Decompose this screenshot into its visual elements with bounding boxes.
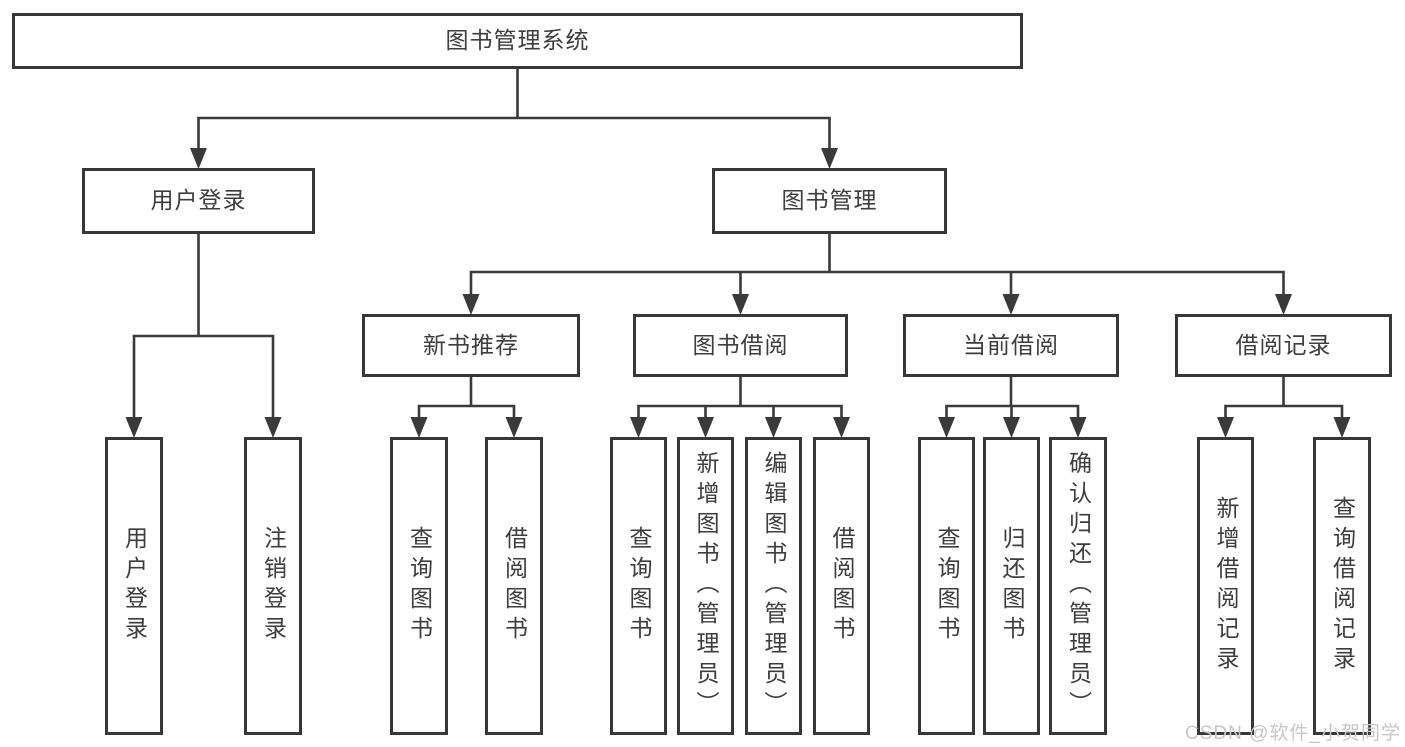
node-leaf-edit-book: 编辑图书（管理员） (745, 437, 802, 735)
node-label-leaf-add-record: 新增借阅记录 (1213, 496, 1239, 676)
watermark: CSDN @软件_小贺同学 (1185, 723, 1401, 744)
node-leaf-query-book-3: 查询图书 (918, 437, 975, 735)
node-label-leaf-query-record: 查询借阅记录 (1329, 496, 1356, 676)
node-user-login: 用户登录 (82, 168, 315, 234)
node-borrow-records: 借阅记录 (1175, 314, 1392, 377)
node-label-leaf-confirm-return: 确认归还（管理员） (1065, 451, 1092, 721)
node-label-leaf-edit-book: 编辑图书（管理员） (761, 451, 787, 721)
node-label-new-book-rec: 新书推荐 (423, 331, 519, 358)
node-label-leaf-user-login: 用户登录 (121, 526, 148, 646)
node-label-leaf-return-book: 归还图书 (999, 526, 1025, 646)
node-label-root: 图书管理系统 (445, 27, 590, 54)
node-label-leaf-query-book-2: 查询图书 (626, 526, 652, 646)
node-label-leaf-query-book-3: 查询图书 (934, 526, 960, 646)
node-leaf-confirm-return: 确认归还（管理员） (1049, 437, 1107, 735)
node-leaf-logout: 注销登录 (244, 437, 302, 735)
node-leaf-query-book-2: 查询图书 (610, 437, 667, 735)
node-label-current-borrow: 当前借阅 (963, 331, 1059, 358)
node-leaf-return-book: 归还图书 (983, 437, 1040, 735)
node-new-book-rec: 新书推荐 (362, 314, 580, 377)
node-label-leaf-borrow-book-1: 借阅图书 (501, 526, 528, 646)
node-label-leaf-borrow-book-2: 借阅图书 (829, 526, 855, 646)
node-leaf-add-record: 新增借阅记录 (1197, 437, 1254, 735)
node-leaf-user-login: 用户登录 (105, 437, 163, 735)
node-label-user-login: 用户登录 (150, 187, 247, 214)
node-root: 图书管理系统 (12, 13, 1023, 69)
node-leaf-query-record: 查询借阅记录 (1313, 437, 1371, 735)
node-label-leaf-query-book-1: 查询图书 (406, 526, 433, 646)
node-leaf-borrow-book-2: 借阅图书 (813, 437, 870, 735)
node-leaf-query-book-1: 查询图书 (390, 437, 448, 735)
node-leaf-borrow-book-1: 借阅图书 (485, 437, 543, 735)
node-current-borrow: 当前借阅 (903, 314, 1119, 377)
node-label-leaf-add-book: 新增图书（管理员） (693, 451, 719, 721)
node-label-borrow-records: 借阅记录 (1235, 331, 1332, 358)
node-book-borrow: 图书借阅 (633, 314, 848, 377)
node-label-book-mgmt: 图书管理 (781, 187, 878, 214)
node-label-book-borrow: 图书借阅 (692, 331, 789, 358)
node-book-mgmt: 图书管理 (712, 168, 947, 234)
node-leaf-add-book: 新增图书（管理员） (677, 437, 734, 735)
node-label-leaf-logout: 注销登录 (260, 526, 287, 646)
